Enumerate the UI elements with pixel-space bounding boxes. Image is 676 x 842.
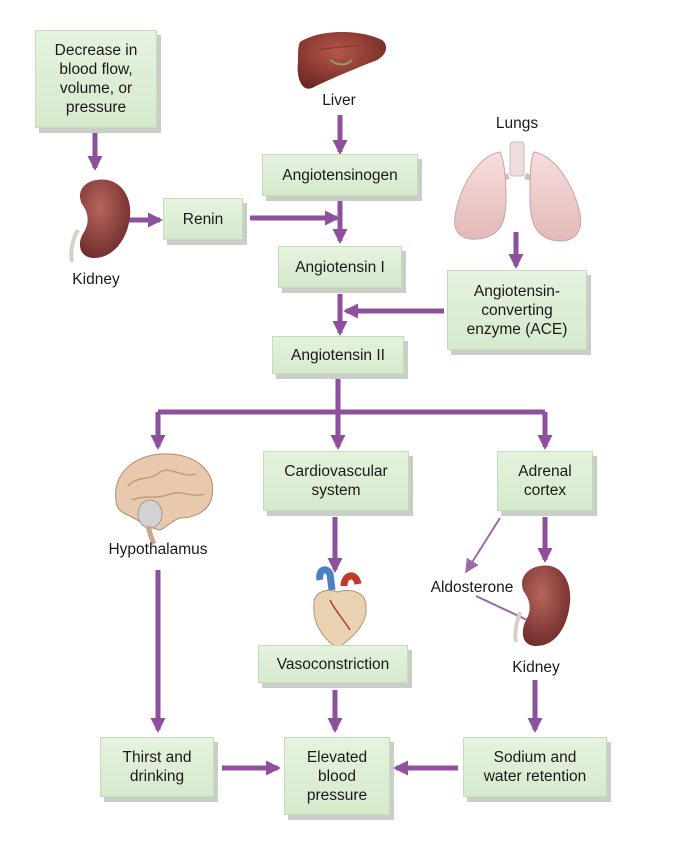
elevated-box: Elevated blood pressure	[284, 737, 390, 815]
angiotensinogen-box: Angiotensinogen	[262, 154, 418, 196]
hypothalamus-label: Hypothalamus	[108, 541, 208, 558]
angiotensin-2-box: Angiotensin II	[272, 336, 404, 374]
liver-illustration	[297, 32, 387, 89]
lungs-label: Lungs	[495, 115, 539, 132]
aldosterone-label: Aldosterone	[430, 579, 514, 596]
liver-label: Liver	[322, 92, 356, 109]
lungs-illustration	[454, 141, 582, 242]
thirst-box: Thirst and drinking	[100, 737, 214, 797]
kidney-illustration-left	[69, 179, 131, 263]
decrease-box: Decrease in blood flow, volume, or press…	[35, 30, 157, 128]
kidney-illustration-right	[513, 565, 571, 646]
heart-illustration	[313, 566, 367, 649]
kidney-label-left: Kidney	[72, 271, 120, 288]
ace-box: Angiotensin- converting enzyme (ACE)	[447, 270, 587, 350]
sodium-box: Sodium and water retention	[463, 737, 607, 797]
renin-box: Renin	[163, 198, 243, 240]
arrow-adrenal-to-aldosterone	[465, 517, 501, 574]
flow-arrows	[87, 115, 553, 776]
cardiovascular-box: Cardiovascular system	[263, 451, 409, 511]
angiotensin-1-box: Angiotensin I	[278, 246, 402, 288]
kidney-label-right: Kidney	[512, 659, 560, 676]
vasoconstriction-box: Vasoconstriction	[258, 645, 408, 683]
adrenal-box: Adrenal cortex	[497, 451, 593, 511]
brain-illustration	[115, 453, 214, 546]
